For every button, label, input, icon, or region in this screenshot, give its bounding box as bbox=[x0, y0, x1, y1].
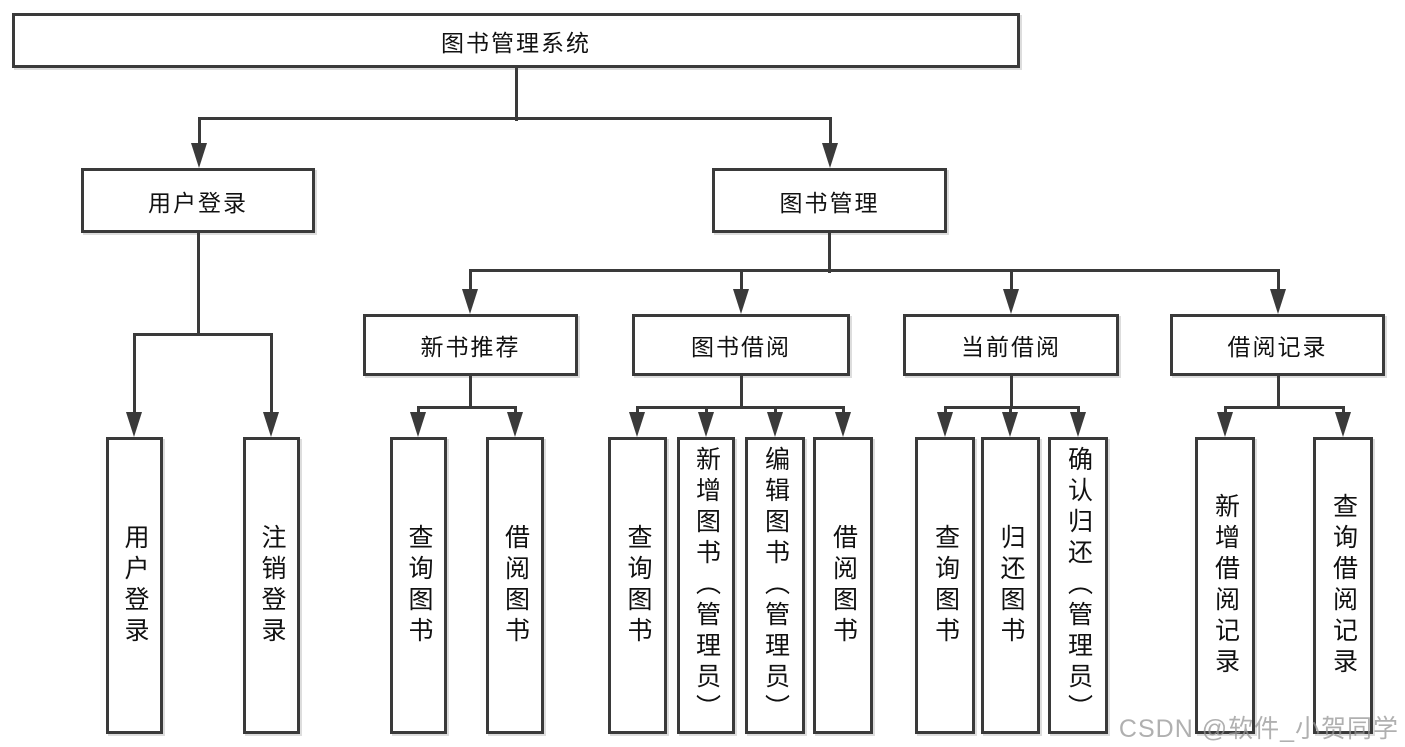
leaf-return-books: 归还图书 bbox=[981, 437, 1040, 734]
arrowhead-book-borrow bbox=[733, 289, 749, 314]
arrowhead-borrow-records bbox=[1270, 289, 1286, 314]
node-current-borrow: 当前借阅 bbox=[903, 314, 1119, 376]
leaf-borrow-books: 借阅图书 bbox=[813, 437, 873, 734]
node-borrow-records: 借阅记录 bbox=[1170, 314, 1385, 376]
connector-drop-nb1 bbox=[514, 406, 517, 416]
connector-drop-cb0 bbox=[944, 406, 947, 416]
connector-new-book-bus bbox=[417, 406, 516, 409]
arrowhead-bb0 bbox=[629, 412, 645, 437]
connector-book-management-stem bbox=[828, 231, 831, 273]
arrowhead-current-borrow bbox=[1003, 289, 1019, 314]
connector-borrow-records-stem bbox=[1277, 374, 1280, 408]
connector-user-login-bus bbox=[133, 333, 273, 336]
connector-drop-book-borrow bbox=[740, 269, 743, 293]
leaf-edit-books-admin-label: 编辑图书（管理员） bbox=[761, 446, 790, 725]
connector-drop-current-borrow bbox=[1010, 269, 1013, 293]
node-user-login: 用户登录 bbox=[81, 168, 315, 233]
connector-drop-borrow-records bbox=[1277, 269, 1280, 293]
leaf-add-borrow-record: 新增借阅记录 bbox=[1195, 437, 1255, 734]
connector-book-borrow-stem bbox=[740, 374, 743, 408]
arrowhead-bb2 bbox=[767, 412, 783, 437]
arrowhead-nb1 bbox=[507, 412, 523, 437]
node-current-borrow-label: 当前借阅 bbox=[961, 334, 1061, 360]
leaf-borrow-books-recommend: 借阅图书 bbox=[486, 437, 544, 734]
connector-book-borrow-bus bbox=[636, 406, 844, 409]
arrowhead-bb3 bbox=[835, 412, 851, 437]
leaf-confirm-return-admin-label: 确认归还（管理员） bbox=[1064, 446, 1093, 725]
arrowhead-cb2 bbox=[1070, 412, 1086, 437]
arrowhead-nb0 bbox=[410, 412, 426, 437]
node-root-label: 图书管理系统 bbox=[441, 29, 591, 56]
leaf-query-borrow-record-label: 查询借阅记录 bbox=[1329, 492, 1358, 679]
csdn-watermark: CSDN @软件_小贺同学 bbox=[1118, 715, 1399, 743]
node-book-borrow-label: 图书借阅 bbox=[691, 334, 791, 360]
connector-user-login-stem bbox=[197, 231, 200, 336]
leaf-add-books-admin-label: 新增图书（管理员） bbox=[692, 446, 721, 725]
connector-drop-user-login bbox=[198, 117, 201, 145]
node-borrow-records-label: 借阅记录 bbox=[1227, 334, 1328, 360]
arrowhead-logout bbox=[263, 412, 279, 437]
connector-new-book-stem bbox=[469, 374, 472, 408]
connector-drop-br0 bbox=[1224, 406, 1227, 416]
connector-drop-book-management bbox=[829, 117, 832, 145]
connector-current-borrow-stem bbox=[1010, 374, 1013, 408]
connector-borrow-records-bus bbox=[1224, 406, 1344, 409]
leaf-add-borrow-record-label: 新增借阅记录 bbox=[1211, 492, 1240, 679]
connector-drop-cb2 bbox=[1077, 406, 1080, 416]
leaf-logout: 注销登录 bbox=[243, 437, 300, 734]
leaf-borrow-books-recommend-label: 借阅图书 bbox=[501, 523, 530, 648]
leaf-borrow-books-label: 借阅图书 bbox=[829, 523, 858, 648]
connector-book-management-bus bbox=[469, 269, 1280, 272]
connector-drop-bb2 bbox=[774, 406, 777, 416]
node-new-book-recommend: 新书推荐 bbox=[363, 314, 578, 376]
connector-root-bus bbox=[198, 117, 832, 120]
node-new-book-recommend-label: 新书推荐 bbox=[420, 334, 521, 360]
connector-drop-logout bbox=[270, 333, 273, 414]
connector-drop-br1 bbox=[1342, 406, 1345, 416]
leaf-query-books-current-label: 查询图书 bbox=[931, 523, 960, 648]
leaf-logout-label: 注销登录 bbox=[258, 523, 286, 648]
connector-root-stem bbox=[515, 66, 518, 121]
leaf-user-login-label: 用户登录 bbox=[121, 523, 149, 648]
leaf-edit-books-admin: 编辑图书（管理员） bbox=[745, 437, 805, 734]
arrowhead-br0 bbox=[1217, 412, 1233, 437]
arrowhead-cb1 bbox=[1002, 412, 1018, 437]
node-book-management: 图书管理 bbox=[712, 168, 947, 233]
connector-drop-bb3 bbox=[842, 406, 845, 416]
leaf-query-books-recommend-label: 查询图书 bbox=[405, 523, 433, 648]
arrowhead-user-login bbox=[191, 143, 207, 168]
arrowhead-cb0 bbox=[937, 412, 953, 437]
node-book-management-label: 图书管理 bbox=[779, 189, 880, 216]
connector-drop-login bbox=[133, 333, 136, 414]
arrowhead-login bbox=[126, 412, 142, 437]
node-root: 图书管理系统 bbox=[12, 13, 1020, 68]
connector-drop-cb1 bbox=[1009, 406, 1012, 416]
node-user-login-label: 用户登录 bbox=[148, 189, 248, 216]
arrowhead-book-management bbox=[822, 143, 838, 168]
leaf-return-books-label: 归还图书 bbox=[997, 523, 1025, 648]
leaf-query-books-recommend: 查询图书 bbox=[390, 437, 447, 734]
leaf-query-books-borrow-label: 查询图书 bbox=[624, 523, 652, 648]
connector-drop-bb0 bbox=[636, 406, 639, 416]
arrowhead-new-book bbox=[462, 289, 478, 314]
leaf-query-borrow-record: 查询借阅记录 bbox=[1313, 437, 1373, 734]
connector-drop-nb0 bbox=[417, 406, 420, 416]
leaf-query-books-borrow: 查询图书 bbox=[608, 437, 667, 734]
connector-drop-new-book bbox=[469, 269, 472, 293]
connector-drop-bb1 bbox=[705, 406, 708, 416]
leaf-query-books-current: 查询图书 bbox=[915, 437, 975, 734]
node-book-borrow: 图书借阅 bbox=[632, 314, 850, 376]
leaf-user-login: 用户登录 bbox=[106, 437, 163, 734]
arrowhead-br1 bbox=[1335, 412, 1351, 437]
leaf-add-books-admin: 新增图书（管理员） bbox=[677, 437, 735, 734]
arrowhead-bb1 bbox=[698, 412, 714, 437]
leaf-confirm-return-admin: 确认归还（管理员） bbox=[1048, 437, 1108, 734]
